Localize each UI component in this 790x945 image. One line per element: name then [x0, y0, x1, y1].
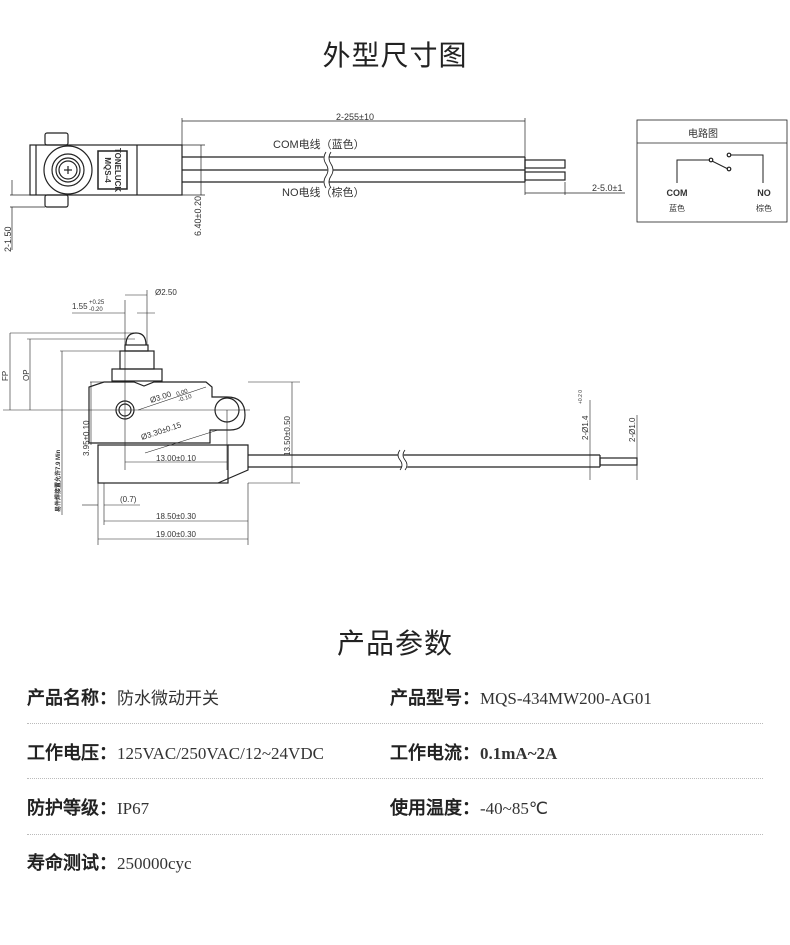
top-tab [44, 132, 69, 146]
spec-protection: 防护等级：IP67 [27, 794, 149, 820]
spec-value: 250000cyc [117, 854, 192, 873]
spec-label: 产品型号： [390, 688, 480, 709]
dimensions-title: 外型尺寸图 [322, 39, 468, 72]
width-inner-dim: 18.50±0.30 [156, 512, 197, 521]
offset-dim: (0.7) [120, 495, 137, 504]
actuator-circle [43, 145, 93, 195]
params-title: 产品参数 [336, 627, 453, 660]
plunger-dia-dim: Ø2.50 [155, 288, 177, 297]
top-dimensions [10, 118, 625, 250]
body-height-dim: 13.50±0.50 [283, 415, 292, 456]
brand-label: TONELUCK [113, 148, 122, 193]
spec-value: 防水微动开关 [117, 689, 219, 709]
spec-model: 产品型号：MQS-434MW200-AG01 [390, 684, 652, 710]
divider [27, 778, 763, 779]
circuit-diagram: 电路图 COM 蓝色 NO 棕色 [636, 119, 788, 223]
circuit-no-label: NO [757, 188, 771, 198]
spec-value: IP67 [117, 799, 150, 818]
tab-dim: 2-1.50 [3, 226, 13, 252]
dimension-drawing: TONELUCK MQS-4 2-255±1 [1, 112, 788, 545]
spec-value: 0.1mA~2A [480, 744, 558, 763]
cable-top [182, 150, 566, 190]
side-dimensions [3, 290, 638, 545]
cable-side [248, 448, 638, 472]
divider [27, 723, 763, 724]
hole1-tol-plus: 0.00 [176, 388, 190, 398]
fp-label: FP [1, 371, 10, 381]
height-dim: 6.40±0.20 [193, 196, 203, 236]
op-label: OP [22, 369, 31, 381]
circuit-com-label: COM [667, 188, 688, 198]
spec-label: 工作电压： [27, 743, 117, 764]
divider [27, 834, 763, 835]
cable-dia-tol: +0.2 0 [578, 390, 584, 404]
width-outer-dim: 19.00±0.30 [156, 530, 197, 539]
spec-product-name: 产品名称：防水微动开关 [27, 684, 219, 710]
cable-length-dim: 2-255±10 [336, 112, 374, 122]
spec-label: 使用温度： [390, 798, 480, 819]
hole1-tol-minus: -0.10 [178, 394, 193, 404]
spec-current: 工作电流：0.1mA~2A [390, 739, 557, 765]
circuit-title: 电路图 [688, 127, 718, 140]
plunger-offset-tol-minus: -0.20 [89, 307, 103, 313]
top-view: TONELUCK MQS-4 2-255±1 [3, 112, 625, 252]
spec-value: 125VAC/250VAC/12~24VDC [117, 744, 324, 763]
spec-label: 寿命测试： [27, 853, 117, 874]
mount-note: 易件焊接置允许7.9 Min [54, 449, 62, 513]
switch-base [97, 444, 229, 484]
spec-temperature: 使用温度：-40~85℃ [390, 794, 548, 820]
no-wire-label: NO电线（棕色） [282, 185, 365, 199]
spec-label: 工作电流： [390, 743, 480, 764]
side-view: Ø2.50 1.55 +0.25 -0.20 FP OP Ø3.00 0.00 … [1, 288, 638, 545]
com-wire-label: COM电线（蓝色） [273, 137, 365, 151]
plunger-offset-dim: 1.55 [72, 302, 88, 311]
bottom-tab [44, 194, 69, 208]
circuit-no-color: 棕色 [756, 203, 772, 213]
spec-label: 产品名称： [27, 688, 117, 709]
strip-length-dim: 2-5.0±1 [592, 183, 622, 193]
core-dia-dim: 2-Ø1.0 [628, 417, 637, 442]
switch-body-side [88, 381, 246, 444]
cable-dia-dim: 2-Ø1.4 [581, 415, 590, 440]
spec-life-test: 寿命测试：250000cyc [27, 849, 192, 875]
hole-height-dim: 3.95±0.10 [82, 420, 91, 456]
spec-label: 防护等级： [27, 798, 117, 819]
brand-label-box [97, 150, 128, 190]
spec-voltage: 工作电压：125VAC/250VAC/12~24VDC [27, 739, 324, 765]
spec-value: -40~85℃ [480, 799, 548, 818]
plunger-offset-tol-plus: +0.25 [89, 300, 105, 306]
circuit-com-color: 蓝色 [669, 203, 685, 213]
hole-spacing-dim: 13.00±0.10 [156, 454, 197, 463]
spec-value: MQS-434MW200-AG01 [480, 689, 652, 708]
hole2-dim: Ø3.30±0.15 [140, 420, 183, 442]
model-label: MQS-4 [103, 157, 112, 183]
